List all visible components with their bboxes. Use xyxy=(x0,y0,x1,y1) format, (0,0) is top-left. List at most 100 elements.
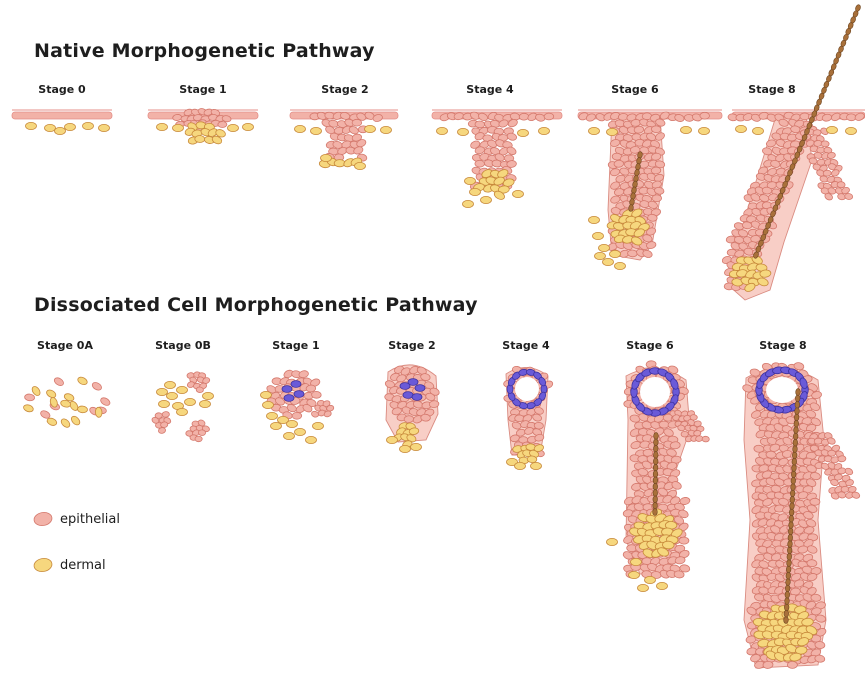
dermal-cell xyxy=(55,127,66,134)
epithelial-cell xyxy=(198,430,205,436)
epithelial-cell xyxy=(544,113,554,120)
epithelial-cell xyxy=(807,559,817,567)
dermal-cell xyxy=(827,126,838,133)
hair-shaft-segment xyxy=(785,585,790,592)
hair-shaft-segment xyxy=(786,566,791,573)
hair-shaft-segment xyxy=(793,439,798,446)
hair-shaft-segment xyxy=(794,414,799,421)
dermal-cell xyxy=(631,558,642,565)
dermal-cell xyxy=(607,538,618,545)
dermal-cell xyxy=(167,392,178,399)
epithelial-cell xyxy=(643,449,653,456)
epithelial-cell xyxy=(838,455,847,462)
legend-swatches xyxy=(33,511,53,573)
hair-shaft-segment xyxy=(790,496,795,503)
epithelial-cell xyxy=(475,160,485,167)
dissociated-stage-2 xyxy=(384,365,440,453)
hair-shaft-segment xyxy=(792,464,797,471)
dermal-cell xyxy=(261,391,272,398)
native-stage-2 xyxy=(295,111,392,170)
hair-shaft-segment xyxy=(785,597,790,604)
hair-shaft-segment xyxy=(653,471,658,478)
epithelial-cell xyxy=(823,170,831,176)
dermal-cell xyxy=(610,250,621,257)
hair-shaft-segment xyxy=(788,534,793,541)
hair-shaft-segment xyxy=(794,420,799,427)
dermal-cell xyxy=(411,443,422,450)
hair-shaft-segment xyxy=(653,496,658,503)
dermal-cell xyxy=(177,408,188,415)
hair-shaft-segment xyxy=(654,439,659,446)
hair-shaft-segment xyxy=(790,502,795,509)
dermal-cell xyxy=(70,415,82,427)
dermal-cell xyxy=(33,557,53,573)
hair-shaft-segment xyxy=(793,433,798,440)
dermal-cell xyxy=(458,128,469,135)
hair-shaft-segment xyxy=(653,509,658,516)
hair-shaft-segment xyxy=(789,521,794,528)
epithelial-cell xyxy=(702,436,710,442)
dermal-cell xyxy=(177,386,188,393)
epithelial-cell xyxy=(651,126,661,133)
epithelial-cell xyxy=(515,415,524,422)
dermal-cell xyxy=(195,135,205,142)
lumen-center xyxy=(640,377,670,407)
hair-shaft xyxy=(753,4,862,259)
dermal-cell xyxy=(185,398,196,405)
dermal-cell xyxy=(271,422,282,429)
hair-shaft-segment xyxy=(653,490,658,497)
hair-shaft-segment xyxy=(653,477,658,484)
dissociated-stage-0a xyxy=(23,376,112,429)
dermal-cell xyxy=(603,258,614,265)
follicle-drawings xyxy=(23,4,865,669)
dermal-cell xyxy=(381,126,392,133)
lumen-cell xyxy=(294,391,304,398)
hair-shaft-segment xyxy=(653,502,658,509)
epithelial-cell xyxy=(218,121,227,127)
epithelial-cell xyxy=(195,436,202,442)
native-stage-8 xyxy=(721,4,865,300)
epithelial-cell xyxy=(679,537,689,544)
epithelial-cell xyxy=(787,661,797,668)
hair-shaft-segment xyxy=(788,528,793,535)
hair-shaft-segment xyxy=(787,547,792,554)
epithelial-cell xyxy=(810,498,820,505)
hair-shaft-segment xyxy=(794,426,799,433)
dermal-cell xyxy=(157,123,168,130)
dermal-cell xyxy=(365,125,376,132)
lumen-cell xyxy=(284,395,294,402)
dermal-cell xyxy=(518,129,529,136)
hair-shaft-segment xyxy=(786,578,791,585)
dermal-cell xyxy=(26,122,37,129)
hair-shaft-segment xyxy=(654,433,659,440)
dermal-cell xyxy=(23,404,35,413)
dermal-cell xyxy=(83,122,94,129)
hair-shaft-segment xyxy=(653,483,658,490)
dermal-cell xyxy=(243,123,254,130)
dissociated-stage-8 xyxy=(742,362,861,670)
epithelial-cell xyxy=(53,376,65,387)
lumen-cell xyxy=(412,394,422,401)
dermal-cell xyxy=(203,392,214,399)
native-stage-4 xyxy=(437,111,554,208)
dermal-cell xyxy=(657,582,668,589)
lumen-cell xyxy=(415,385,425,392)
epithelial-cell xyxy=(844,193,853,200)
epithelial-cell xyxy=(33,511,53,527)
dermal-cell xyxy=(400,445,411,452)
dermal-cell xyxy=(95,407,102,417)
epithelial-cell xyxy=(828,450,836,456)
dermal-cell xyxy=(515,462,526,469)
dermal-cell xyxy=(45,124,56,131)
dermal-cell xyxy=(263,401,274,408)
dermal-cell xyxy=(284,432,295,439)
lumen-cell xyxy=(282,386,292,393)
dermal-cell xyxy=(306,436,317,443)
hair-shaft-segment xyxy=(788,540,793,547)
dermal-cell xyxy=(736,125,747,132)
dermal-cell xyxy=(159,400,170,407)
native-stage-6 xyxy=(578,110,710,269)
hair-shaft-segment xyxy=(787,559,792,566)
hair-shaft-segment xyxy=(791,477,796,484)
